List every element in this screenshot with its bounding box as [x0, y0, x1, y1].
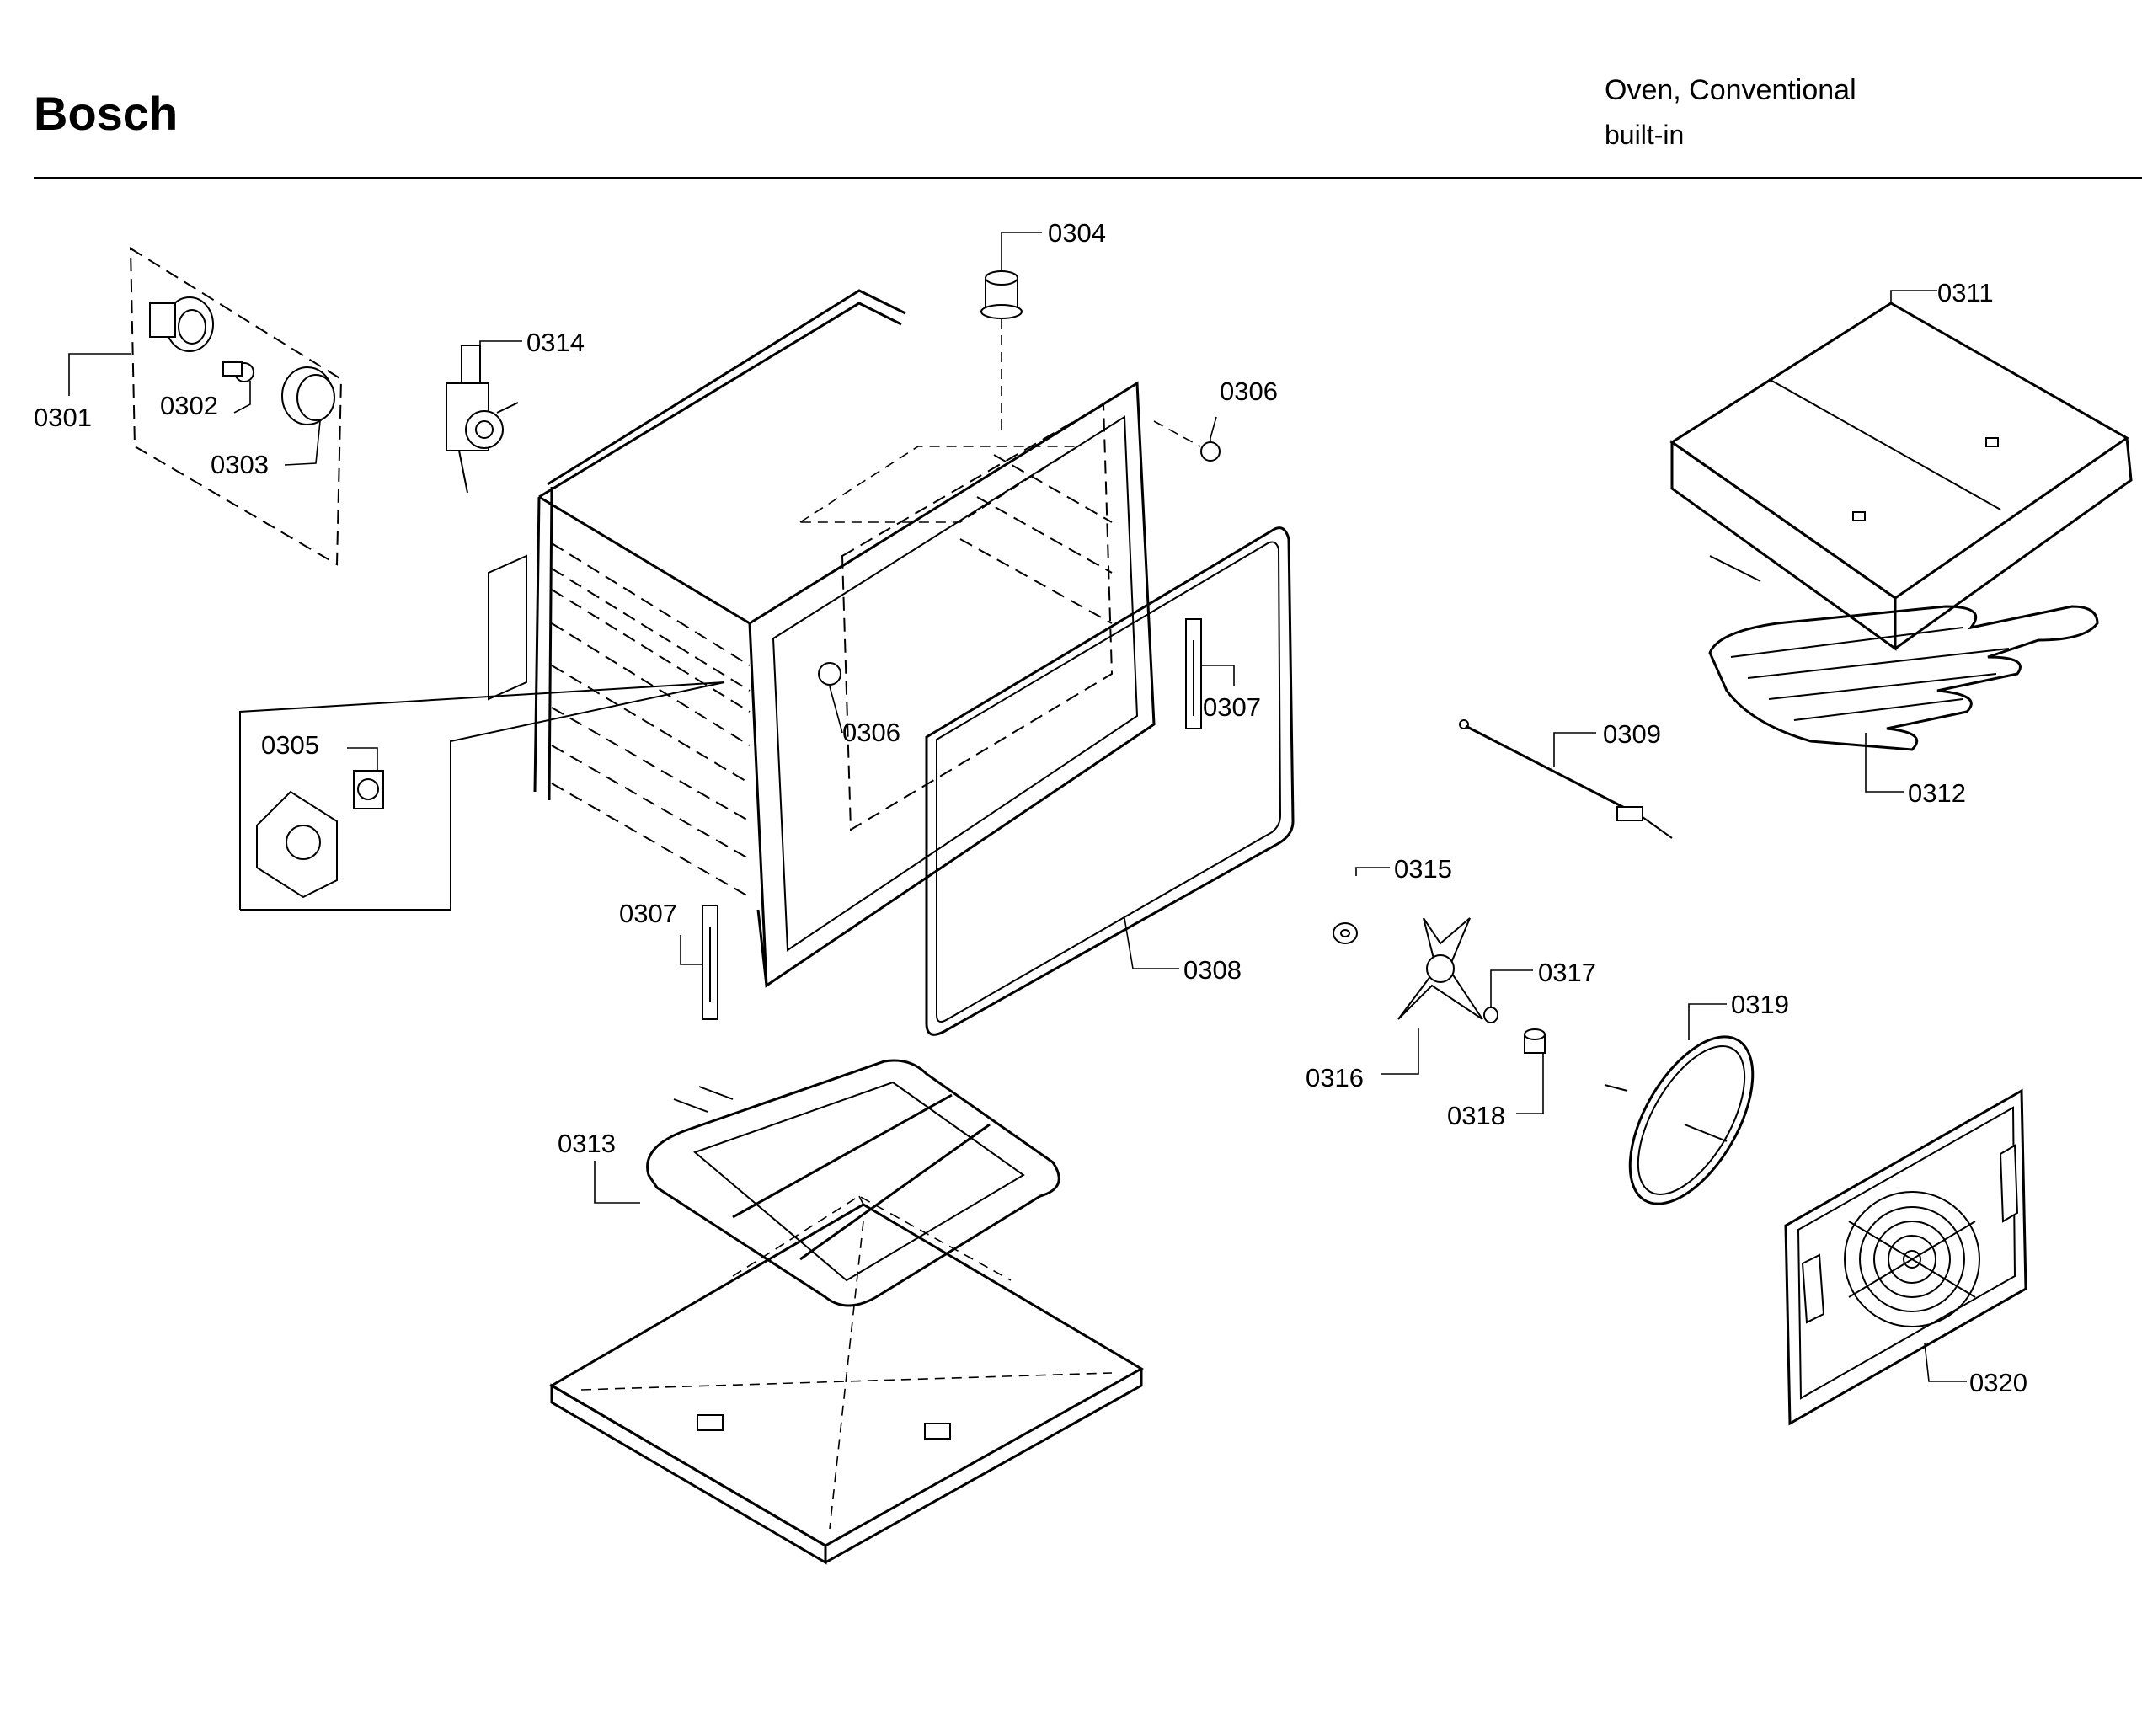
lamp-cover-part	[281, 366, 335, 425]
top-heater-cover-part	[1669, 290, 2133, 651]
callout-0307-left: 0307	[619, 899, 677, 928]
fan-nut-part	[1483, 969, 1533, 1023]
callout-0308: 0308	[1183, 955, 1242, 985]
lamp-assembly-group	[68, 247, 343, 566]
brand-name: Bosch	[34, 87, 179, 140]
product-subtype: built-in	[1605, 120, 1685, 150]
callout-0319: 0319	[1731, 990, 1789, 1019]
bottom-panel-part	[549, 1195, 1145, 1565]
thermostat-sensor-part	[980, 232, 1042, 430]
convection-fan-blade-part	[1381, 917, 1483, 1075]
convection-fan-cover-part	[1784, 1088, 2027, 1426]
convection-element-part	[1604, 1003, 1755, 1205]
rack-support-part-left	[680, 905, 718, 1020]
callout-0305: 0305	[261, 730, 319, 760]
callout-0320: 0320	[1969, 1368, 2027, 1397]
door-bumper-part-left	[818, 662, 843, 734]
callout-0303: 0303	[211, 450, 269, 479]
door-gasket-part	[925, 526, 1295, 1036]
product-type: Oven, Conventional	[1605, 74, 1856, 106]
callout-0313: 0313	[558, 1129, 616, 1158]
callout-0312: 0312	[1908, 778, 1966, 808]
lamp-socket-part	[149, 296, 214, 352]
callout-0307-right: 0307	[1203, 692, 1261, 722]
callout-0311: 0311	[1937, 278, 1994, 307]
callout-0309: 0309	[1603, 719, 1661, 749]
callout-0316: 0316	[1306, 1063, 1364, 1092]
rack-support-part-right	[1185, 618, 1235, 729]
callout-0304: 0304	[1048, 218, 1106, 248]
door-lock-part	[446, 340, 522, 494]
callout-0314: 0314	[526, 328, 585, 357]
door-bumper-part-right	[1153, 416, 1221, 462]
callout-0306-left: 0306	[842, 718, 900, 747]
callout-0302: 0302	[160, 391, 218, 420]
callout-0315: 0315	[1394, 854, 1452, 884]
callout-0301: 0301	[34, 403, 92, 432]
meat-probe-part	[1459, 719, 1673, 839]
lamp-bulb-part	[222, 361, 254, 382]
fan-washer-part	[1333, 867, 1390, 944]
callout-0306-right: 0306	[1220, 377, 1278, 406]
oven-cavity-part	[488, 289, 1156, 988]
header-divider	[34, 177, 2142, 179]
fan-sleeve-part	[1516, 1028, 1546, 1114]
cooling-fan-inset	[239, 681, 725, 911]
bake-element-part	[594, 1059, 1060, 1307]
broil-element-part	[1708, 555, 2099, 793]
callout-0318: 0318	[1447, 1101, 1505, 1130]
callout-0317: 0317	[1538, 958, 1596, 987]
